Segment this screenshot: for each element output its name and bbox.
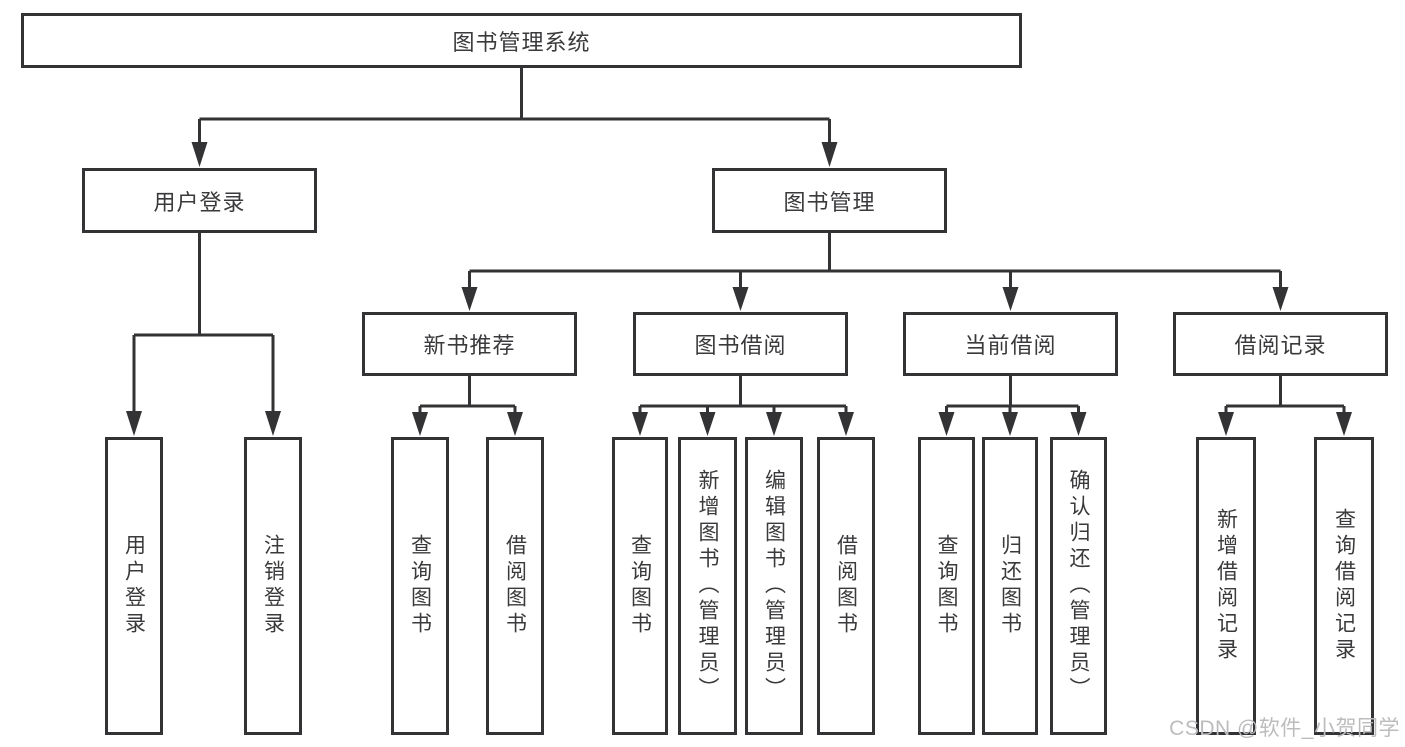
csdn-watermark: CSDN @软件_小贺同学 bbox=[1169, 717, 1400, 740]
edge-book-borrow-to-leaves bbox=[632, 376, 854, 436]
node-user-login: 用户登录 bbox=[82, 168, 317, 233]
leaf-borrow-borrow-books: 借阅图书 bbox=[817, 437, 875, 735]
edge-user-login-to-leaves bbox=[126, 233, 281, 436]
edge-current-borrow-to-leaves bbox=[938, 376, 1087, 436]
edge-root-to-level2 bbox=[191, 68, 838, 167]
leaf-current-query-books: 查询图书 bbox=[918, 437, 975, 735]
leaf-borrow-edit-books-admin: 编辑图书（管理员） bbox=[745, 437, 803, 735]
leaf-logout: 注销登录 bbox=[244, 437, 302, 735]
node-book-management: 图书管理 bbox=[712, 168, 947, 233]
node-library-system: 图书管理系统 bbox=[21, 13, 1022, 68]
leaf-current-confirm-return-admin: 确认归还（管理员） bbox=[1050, 437, 1107, 735]
edge-borrow-records-to-leaves bbox=[1218, 376, 1352, 436]
leaf-borrow-add-books-admin: 新增图书（管理员） bbox=[678, 437, 737, 735]
leaf-current-return-books: 归还图书 bbox=[982, 437, 1038, 735]
edge-new-book-rec-to-leaves bbox=[412, 376, 523, 436]
edge-book-mgmt-to-level3 bbox=[461, 233, 1289, 311]
leaf-records-query-record: 查询借阅记录 bbox=[1314, 437, 1374, 735]
node-new-book-recommend: 新书推荐 bbox=[362, 312, 577, 376]
leaf-records-add-record: 新增借阅记录 bbox=[1196, 437, 1256, 735]
leaf-user-login: 用户登录 bbox=[105, 437, 163, 735]
node-current-borrow: 当前借阅 bbox=[903, 312, 1118, 376]
node-borrow-records: 借阅记录 bbox=[1173, 312, 1388, 376]
leaf-recommend-borrow-books: 借阅图书 bbox=[486, 437, 544, 735]
node-book-borrow: 图书借阅 bbox=[633, 312, 848, 376]
leaf-borrow-query-books: 查询图书 bbox=[612, 437, 668, 735]
leaf-recommend-query-books: 查询图书 bbox=[391, 437, 449, 735]
